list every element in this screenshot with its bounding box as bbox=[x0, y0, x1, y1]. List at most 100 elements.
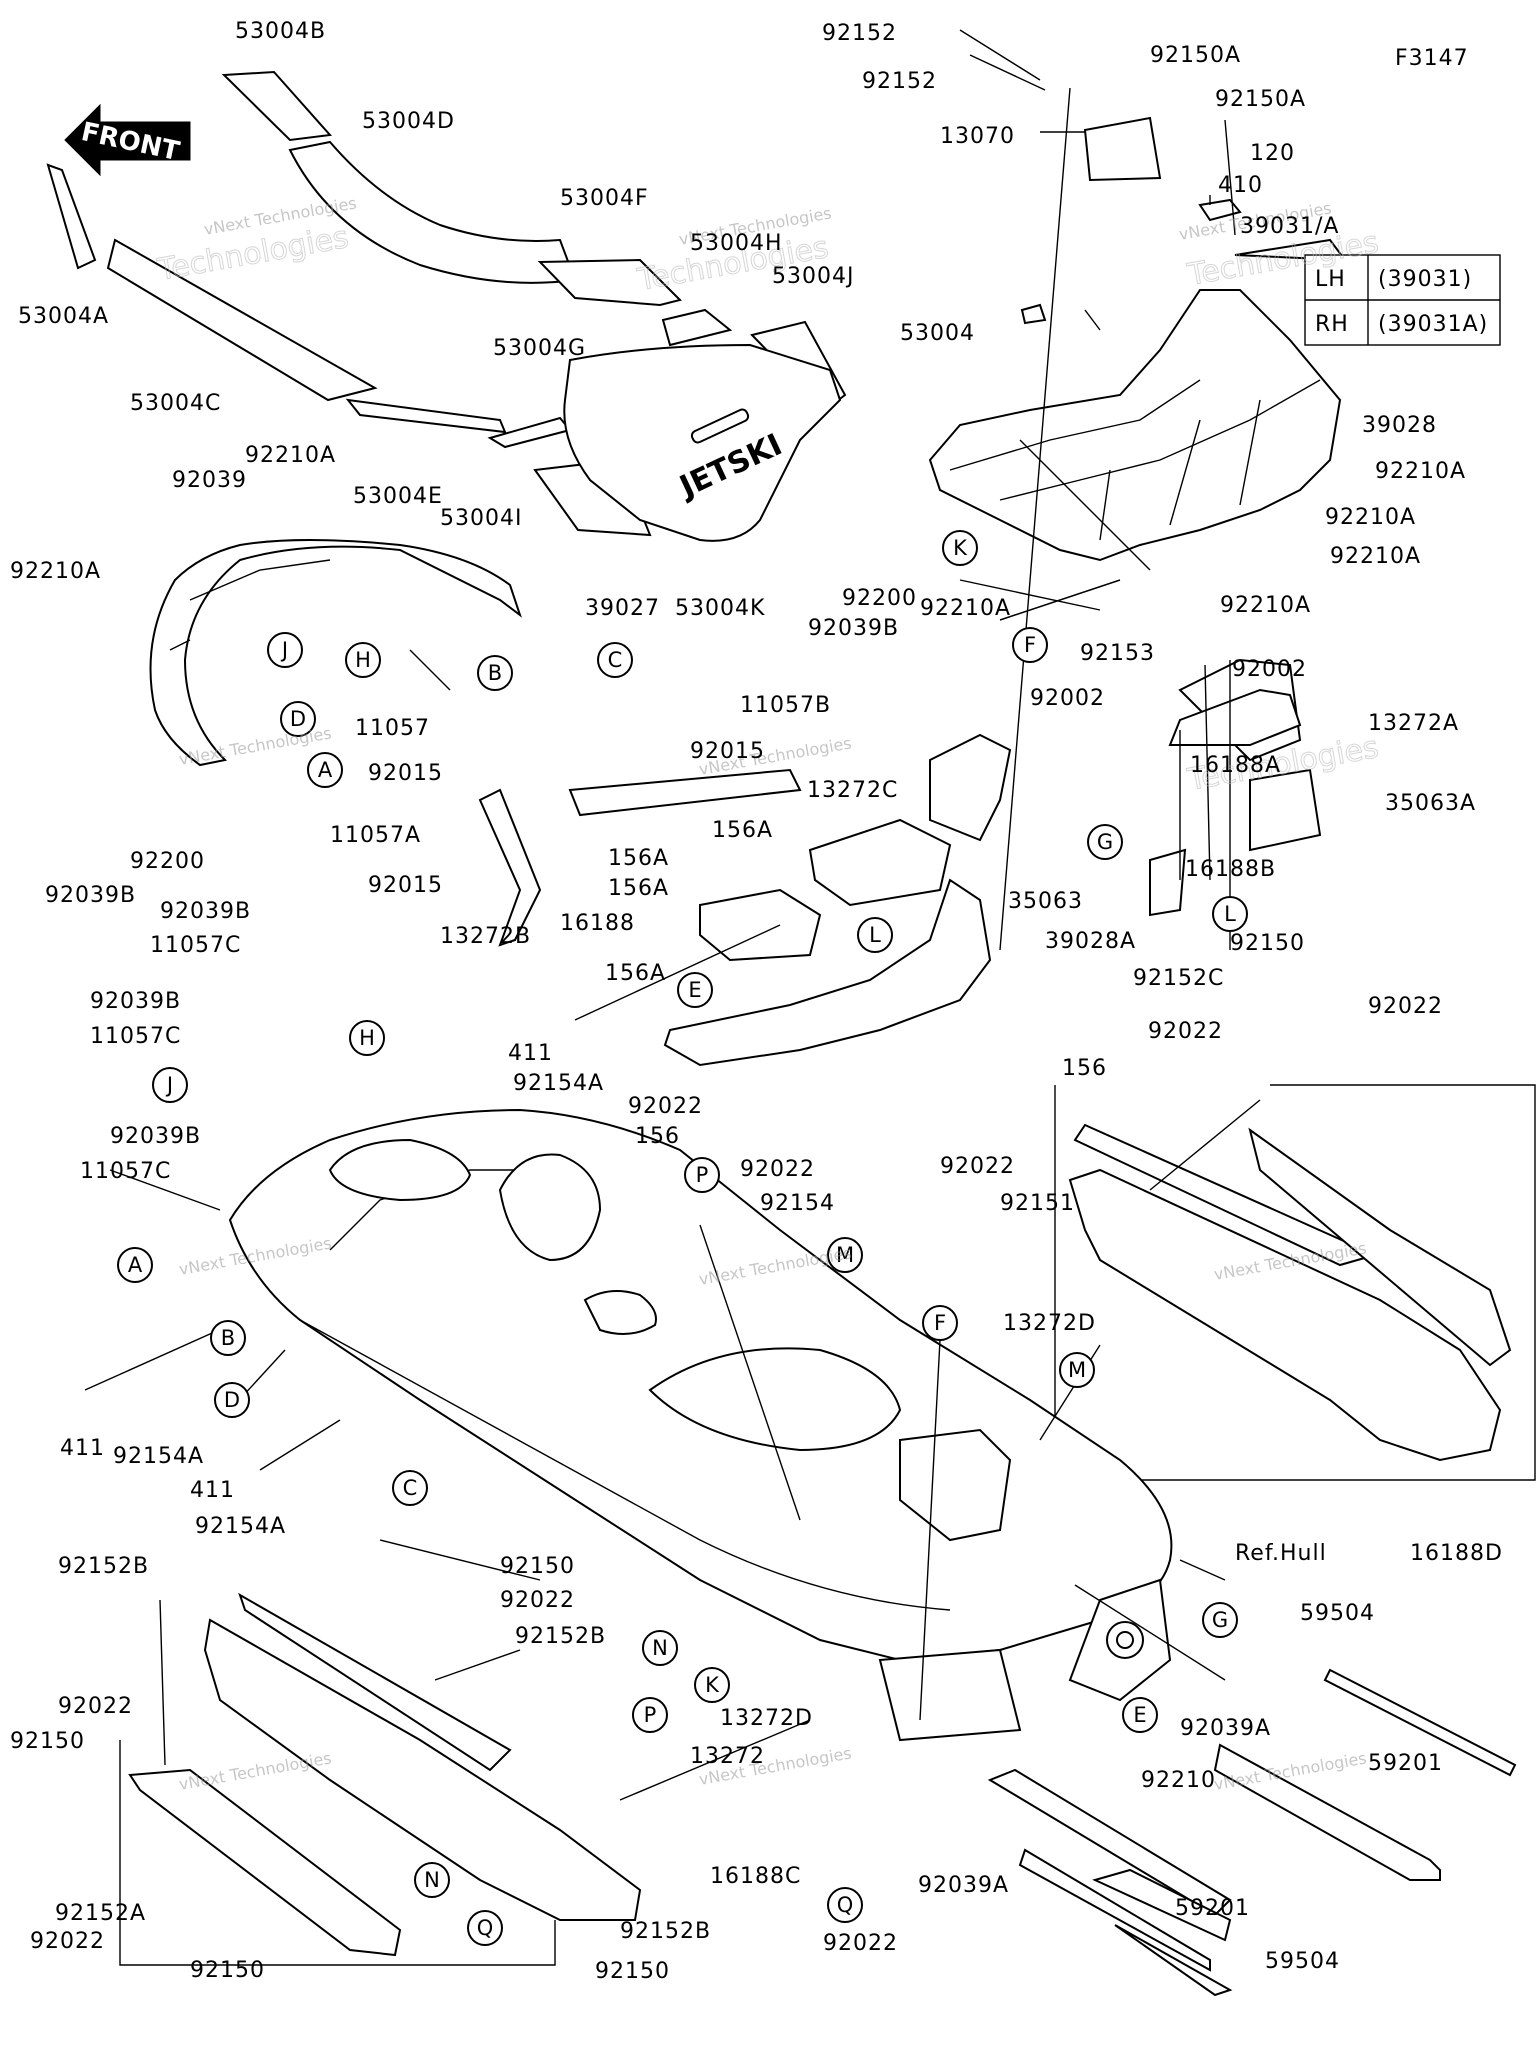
part-label: 156A bbox=[608, 846, 669, 871]
part-label: 92039B bbox=[45, 883, 136, 908]
callout-Q-2: Q bbox=[827, 1887, 863, 1923]
part-label: 156A bbox=[712, 818, 773, 843]
callout-N-2: N bbox=[414, 1862, 450, 1898]
part-label: 16188B bbox=[1185, 857, 1276, 882]
part-label: 92022 bbox=[58, 1694, 133, 1719]
part-label: 92015 bbox=[368, 873, 443, 898]
svg-text:H: H bbox=[355, 648, 371, 672]
part-label: 13272A bbox=[1368, 711, 1459, 736]
callout-L-2: L bbox=[857, 917, 893, 953]
side-table-lh: LH bbox=[1315, 267, 1346, 292]
part-label: 92150 bbox=[500, 1554, 575, 1579]
part-label: 92039A bbox=[1180, 1716, 1271, 1741]
svg-text:P: P bbox=[696, 1163, 709, 1187]
part-label: 92022 bbox=[740, 1157, 815, 1182]
part-label: 92022 bbox=[1148, 1019, 1223, 1044]
callout-M-1: M bbox=[827, 1237, 863, 1273]
svg-text:F: F bbox=[934, 1311, 946, 1335]
part-label: 156 bbox=[1062, 1056, 1107, 1081]
svg-text:K: K bbox=[705, 1673, 720, 1697]
part-label: 53004K bbox=[675, 596, 765, 621]
part-label: 92039B bbox=[808, 616, 899, 641]
part-label: 13272D bbox=[1003, 1311, 1096, 1336]
part-label: 16188C bbox=[710, 1864, 801, 1889]
callout-B-2: B bbox=[210, 1320, 246, 1356]
part-label: 35063A bbox=[1385, 791, 1476, 816]
svg-text:N: N bbox=[424, 1868, 440, 1892]
svg-text:N: N bbox=[652, 1636, 668, 1660]
drawing: FRONT JETSKI bbox=[46, 29, 1536, 1997]
callout-E-2: E bbox=[1122, 1697, 1158, 1733]
part-label: 92152C bbox=[1133, 966, 1224, 991]
part-label: 39027 bbox=[585, 596, 660, 621]
callout-P-2: P bbox=[632, 1697, 668, 1733]
svg-text:K: K bbox=[953, 536, 968, 560]
part-label: 92015 bbox=[368, 761, 443, 786]
part-label: 13272C bbox=[807, 778, 898, 803]
svg-text:E: E bbox=[688, 978, 701, 1002]
svg-text:G: G bbox=[1212, 1608, 1228, 1632]
callout-G-2: G bbox=[1202, 1602, 1238, 1638]
detail-box-16188D bbox=[1054, 1084, 1536, 1481]
svg-text:C: C bbox=[608, 648, 623, 672]
part-label: 92150 bbox=[1230, 931, 1305, 956]
svg-text:A: A bbox=[128, 1253, 143, 1277]
part-label: 59504 bbox=[1265, 1949, 1340, 1974]
part-label: 92022 bbox=[823, 1931, 898, 1956]
front-bumper bbox=[149, 539, 522, 767]
callout-P-1: P bbox=[684, 1157, 720, 1193]
part-label: 53004I bbox=[440, 506, 522, 531]
callout-A-1: A bbox=[307, 752, 343, 788]
part-label: 92210A bbox=[245, 443, 336, 468]
part-label: 53004E bbox=[353, 484, 443, 509]
part-label: 53004J bbox=[772, 264, 854, 289]
part-label: 11057A bbox=[330, 823, 421, 848]
part-label: 92200 bbox=[842, 586, 917, 611]
part-label: 92152B bbox=[515, 1624, 606, 1649]
part-label: 92152 bbox=[862, 69, 937, 94]
part-label: 16188A bbox=[1190, 753, 1281, 778]
part-label: 11057C bbox=[150, 933, 241, 958]
part-label: 16188 bbox=[560, 911, 635, 936]
svg-text:D: D bbox=[290, 707, 306, 731]
part-label: 59201 bbox=[1368, 1751, 1443, 1776]
callout-J-1: J bbox=[267, 632, 303, 668]
svg-text:A: A bbox=[318, 758, 333, 782]
svg-text:H: H bbox=[359, 1026, 375, 1050]
part-label: 92039B bbox=[90, 989, 181, 1014]
part-label: 92022 bbox=[628, 1094, 703, 1119]
callout-E-1: E bbox=[677, 972, 713, 1008]
svg-text:M: M bbox=[1068, 1358, 1086, 1382]
part-label: 92150 bbox=[595, 1959, 670, 1984]
part-label: 92150 bbox=[10, 1729, 85, 1754]
part-label: 92154A bbox=[513, 1071, 604, 1096]
part-label: 92015 bbox=[690, 739, 765, 764]
part-label: 53004A bbox=[18, 304, 109, 329]
part-label: 411 bbox=[190, 1478, 235, 1503]
part-label: 92210A bbox=[1220, 593, 1311, 618]
part-label: 92022 bbox=[500, 1588, 575, 1613]
callout-A-2: A bbox=[117, 1247, 153, 1283]
svg-text:B: B bbox=[221, 1326, 235, 1350]
part-label: 39031/A bbox=[1240, 214, 1339, 239]
svg-text:L: L bbox=[869, 923, 881, 947]
callout-N-1: N bbox=[642, 1630, 678, 1666]
part-label: 92150 bbox=[190, 1958, 265, 1983]
part-label: 92022 bbox=[940, 1154, 1015, 1179]
part-label: 92002 bbox=[1030, 686, 1105, 711]
part-label: 53004H bbox=[690, 231, 783, 256]
part-label: 92154A bbox=[195, 1514, 286, 1539]
side-table-rh-part: (39031A) bbox=[1378, 312, 1488, 337]
part-label: 92022 bbox=[1368, 994, 1443, 1019]
callout-D-2: D bbox=[214, 1382, 250, 1418]
callout-M-2: M bbox=[1059, 1352, 1095, 1388]
svg-text:G: G bbox=[1097, 830, 1113, 854]
part-label: 59201 bbox=[1175, 1896, 1250, 1921]
callout-H-1: H bbox=[345, 642, 381, 678]
svg-text:L: L bbox=[1224, 902, 1236, 926]
part-label: 411 bbox=[60, 1436, 105, 1461]
svg-text:M: M bbox=[836, 1243, 854, 1267]
part-label: 92152 bbox=[822, 21, 897, 46]
deck-mat-strips: JETSKI bbox=[46, 70, 847, 542]
